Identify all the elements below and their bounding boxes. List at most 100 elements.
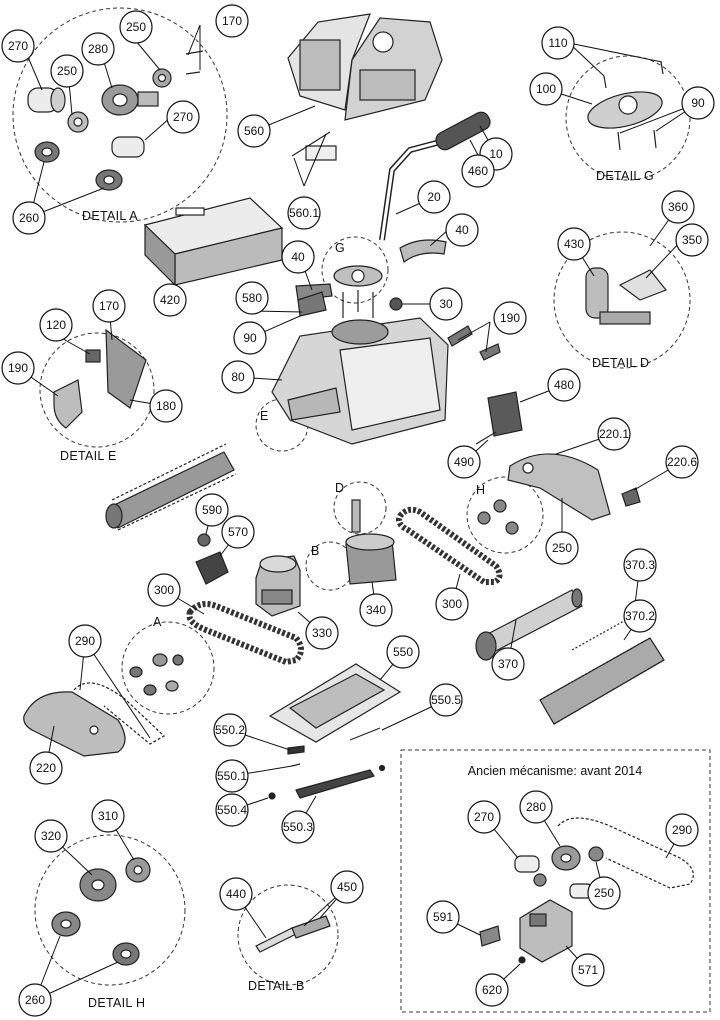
callout-570: 570: [221, 515, 255, 549]
callout-circle: [39, 308, 73, 342]
callout-circle: [235, 281, 269, 315]
tracks-300: [186, 506, 503, 666]
callout-number: 550.5: [431, 693, 461, 707]
brush-550-3: [295, 769, 375, 799]
callout-circle: [587, 876, 621, 910]
callout-circle: [665, 445, 699, 479]
callout-40a: 40: [445, 213, 479, 247]
part-420: [143, 197, 284, 287]
callout-circle: [287, 196, 321, 230]
callout-number: 460: [468, 164, 488, 178]
part-drawings: [23, 13, 694, 966]
callout-circle: [661, 190, 695, 224]
callout-number: 591: [433, 910, 453, 924]
detail-h-callout-parts: [477, 499, 519, 535]
callout-circle: [675, 223, 709, 257]
belt-290-a: [73, 682, 165, 745]
callout-3703: 370.3: [623, 548, 657, 582]
callout-30: 30: [429, 287, 463, 321]
callout-number: 270: [8, 39, 28, 53]
callout-550: 550: [386, 635, 420, 669]
callout-2201: 220.1: [597, 417, 631, 451]
callout-580: 580: [235, 281, 269, 315]
callout-number: 250: [126, 20, 146, 34]
marker-b-letter: B: [311, 544, 320, 558]
callout-250b: 250: [119, 10, 153, 44]
callout-190b: 190: [1, 351, 35, 385]
callout-number: 320: [41, 829, 61, 843]
screw-110b: [660, 61, 664, 75]
callout-number: 590: [202, 503, 222, 517]
callout-circle: [623, 548, 657, 582]
callout-number: 220: [36, 761, 56, 775]
callout-circle: [665, 813, 699, 847]
callout-300b: 300: [435, 587, 469, 621]
callout-circle: [215, 759, 249, 793]
callout-number: 250: [594, 886, 614, 900]
callout-circle: [119, 10, 153, 44]
detail-d-label: DETAIL D: [592, 356, 649, 370]
callout-100: 100: [529, 72, 563, 106]
callout-circle: [221, 360, 255, 394]
callout-number: 350: [682, 233, 702, 247]
callout-circle: [92, 289, 126, 323]
callout-a-marker: [121, 621, 215, 715]
callout-circle: [149, 389, 183, 423]
callout-460: 460: [461, 154, 495, 188]
callout-350: 350: [675, 223, 709, 257]
callout-620: 620: [475, 973, 509, 1007]
callout-290b: 290: [665, 813, 699, 847]
callout-circle: [1, 29, 35, 63]
callout-number: 550.3: [283, 820, 313, 834]
leader-lines: [17, 24, 699, 1001]
callout-circle: [213, 713, 247, 747]
callout-circle: [50, 54, 84, 88]
clip-190-b: [479, 343, 501, 361]
callout-280a: 280: [81, 32, 115, 66]
marker-d-letter: D: [335, 481, 344, 495]
detail-e-label: DETAIL E: [60, 449, 117, 463]
part-560-1-strap: [291, 131, 331, 157]
marker-e-letter: E: [260, 409, 269, 423]
callout-number: 620: [482, 983, 502, 997]
callout-circle: [281, 240, 315, 274]
callout-number: 300: [154, 583, 174, 597]
plate-100-vent: [618, 95, 638, 115]
callout-490: 490: [447, 445, 481, 479]
callout-number: 450: [337, 880, 357, 894]
callout-number: 340: [366, 603, 386, 617]
callout-560: 560: [237, 114, 271, 148]
callout-number: 571: [578, 963, 598, 977]
callout-circle: [529, 72, 563, 106]
detail-a-callout-parts: [129, 653, 184, 696]
callout-circle: [571, 953, 605, 987]
part-190-e: [53, 379, 83, 429]
callout-circle: [81, 32, 115, 66]
callout-number: 40: [455, 223, 469, 237]
callout-circle: [545, 531, 579, 565]
callout-5503: 550.3: [281, 810, 315, 844]
callout-circle: [237, 114, 271, 148]
part-560-1: [305, 145, 337, 161]
part-550-5: [349, 727, 381, 741]
callout-number: 550.4: [217, 803, 247, 817]
callout-circle: [461, 154, 495, 188]
callout-circle: [519, 790, 553, 824]
callout-320: 320: [34, 819, 68, 853]
callout-number: 30: [439, 297, 453, 311]
callout-number: 310: [98, 809, 118, 823]
callout-5505: 550.5: [429, 683, 463, 717]
callout-circle: [557, 227, 591, 261]
callout-number: 120: [46, 318, 66, 332]
callout-number: 170: [222, 14, 242, 28]
part-550-1: [291, 763, 301, 767]
callout-450: 450: [330, 870, 364, 904]
callout-circle: [221, 515, 255, 549]
marker-h-letter: H: [476, 483, 485, 497]
rod-490: [475, 431, 497, 445]
callout-number: 280: [526, 800, 546, 814]
callout-d-marker: [333, 481, 387, 535]
callout-circle: [166, 100, 200, 134]
callout-circle: [147, 573, 181, 607]
